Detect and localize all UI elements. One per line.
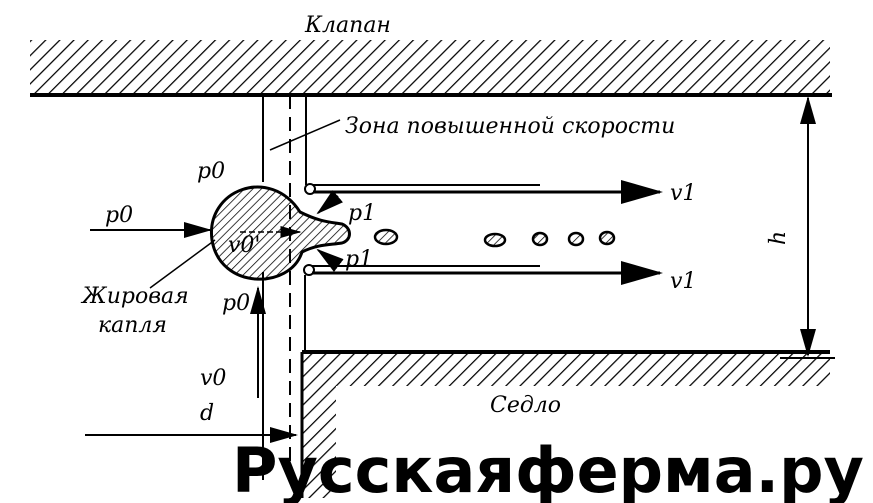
zone-label: Зона повышенной скорости <box>345 114 675 139</box>
pressure-arrow <box>316 248 344 272</box>
p1-top-label: p1 <box>348 201 376 226</box>
fat-drop-label-2: капля <box>98 313 167 338</box>
fat-drop <box>210 185 351 281</box>
v0-prime-label: v0' <box>228 233 260 258</box>
p0-left-label: p0 <box>105 203 133 228</box>
v0-label: v0 <box>200 366 226 391</box>
p0-bottom-label: p0 <box>222 291 250 316</box>
v1-bottom-label: v1 <box>670 269 696 294</box>
small-droplets <box>373 228 616 248</box>
seat-body <box>300 350 830 498</box>
jet-top <box>304 180 663 204</box>
p1-bottom-label: p1 <box>345 247 373 272</box>
valve-body <box>30 40 832 97</box>
valve-label: Клапан <box>304 13 391 38</box>
seat-label: Седло <box>490 393 561 418</box>
h-dimension <box>780 96 835 359</box>
leader-line <box>269 119 341 151</box>
v1-top-label: v1 <box>670 181 696 206</box>
jet-bottom <box>303 261 663 285</box>
watermark: Русскаяферма.ру <box>232 434 864 503</box>
fat-drop-label-1: Жировая <box>80 284 189 309</box>
leader-line <box>149 239 216 289</box>
pressure-arrow <box>316 190 343 215</box>
d-label: d <box>200 401 214 426</box>
p0-top-label: p0 <box>197 159 225 184</box>
h-label: h <box>766 231 791 245</box>
